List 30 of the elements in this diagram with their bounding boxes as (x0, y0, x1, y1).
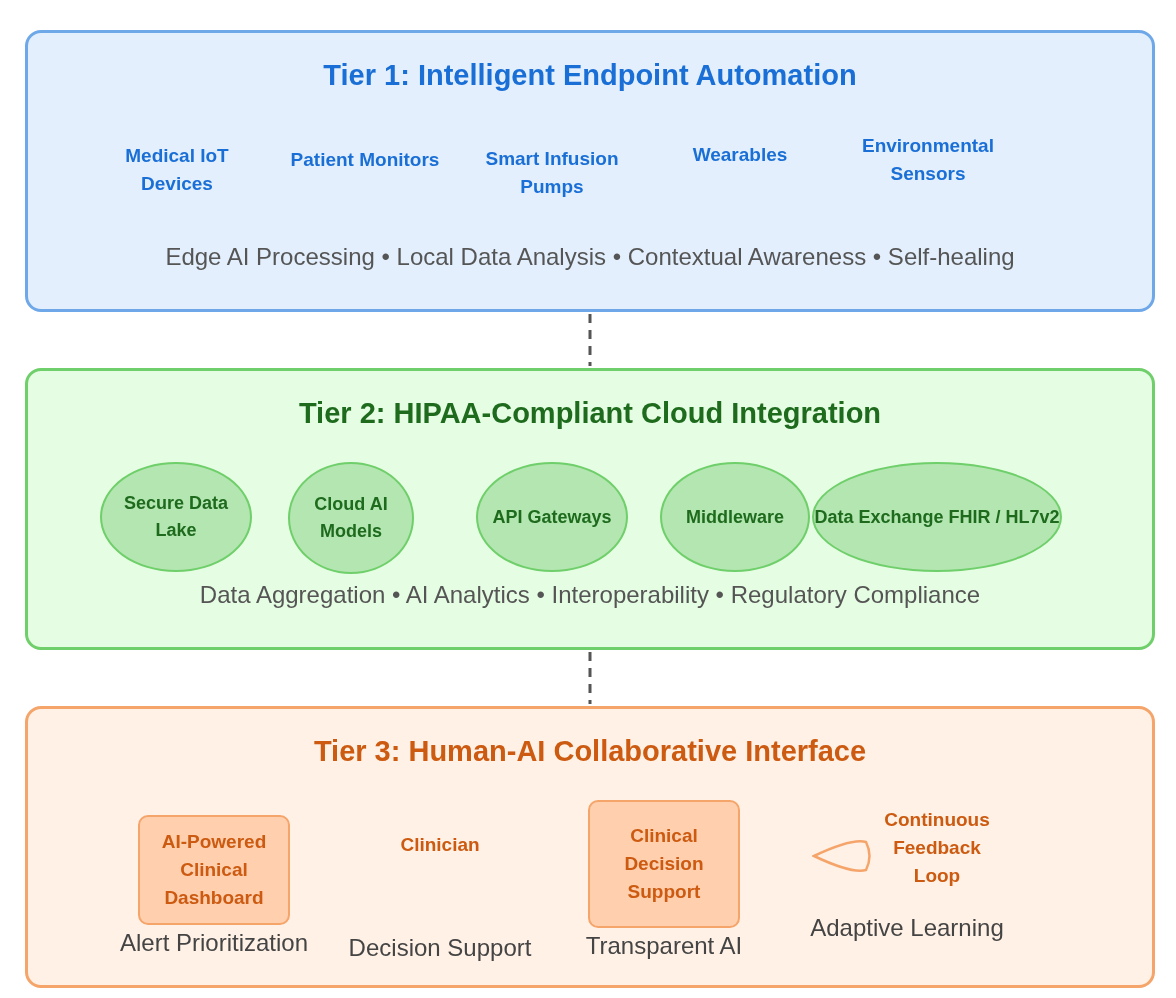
tier-title: Tier 2: HIPAA-Compliant Cloud Integration (297, 397, 883, 430)
node-text: Middleware (686, 505, 784, 529)
node-text: Continuous Feedback Loop (883, 808, 991, 888)
tier-title: Tier 3: Human-AI Collaborative Interface (312, 735, 868, 768)
connector-line (588, 652, 592, 704)
rounded-box (138, 815, 290, 925)
tier-panel (25, 30, 1155, 312)
node-text: Data Exchange FHIR / HL7v2 (814, 505, 1060, 529)
rounded-box (588, 800, 740, 928)
node-text: Cloud AI Models (313, 493, 389, 543)
connector-line (588, 314, 592, 366)
node-text: Clinical Decision Support (623, 824, 705, 904)
caption-text: Alert Prioritization (119, 929, 309, 957)
feature-list: Edge AI Processing • Local Data Analysis • Contextual Awareness • Self-healing (165, 243, 1015, 271)
feature-list: Data Aggregation • AI Analytics • Interoperability • Regulatory Compliance (199, 581, 981, 609)
node-text: Wearables (692, 143, 788, 167)
node-text: Clinician (400, 833, 480, 857)
node-text: Smart Infusion Pumps (484, 146, 620, 199)
node-text: Environmental Sensors (861, 134, 995, 186)
node-text: API Gateways (492, 505, 612, 529)
node-text: Patient Monitors (290, 148, 440, 172)
node-text: AI-Powered Clinical Dashboard (160, 830, 268, 910)
caption-text: Adaptive Learning (810, 914, 1004, 942)
node-text: Medical IoT Devices (124, 144, 230, 196)
node-text: Secure Data Lake (122, 492, 230, 542)
tier-panel (25, 706, 1155, 988)
caption-text: Transparent AI (585, 932, 743, 960)
tier-panel (25, 368, 1155, 650)
caption-text: Decision Support (348, 934, 532, 962)
tier-title: Tier 1: Intelligent Endpoint Automation (322, 59, 858, 92)
